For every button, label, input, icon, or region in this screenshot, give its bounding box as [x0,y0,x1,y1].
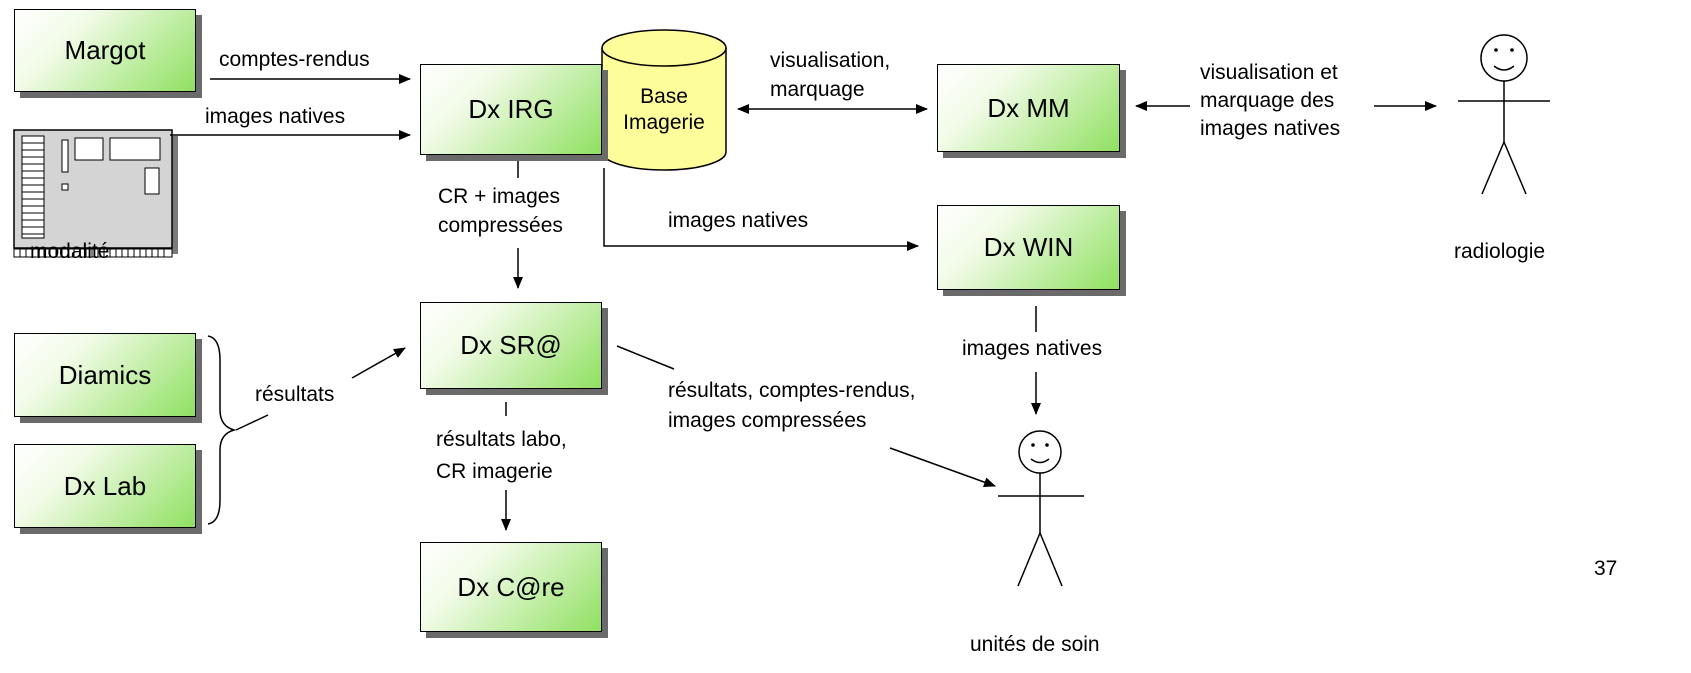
modality-device-icon [13,129,178,258]
node-dx-lab[interactable]: Dx Lab [14,444,196,528]
edge-label-comptes-rendus: comptes-rendus [219,48,370,71]
edge-label-rcr-2: images compressées [668,409,867,432]
database-line-2: Imagerie [623,111,705,134]
edge-results-sra [351,347,406,379]
database-cylinder [601,29,727,171]
actor-unites-icon [998,430,1084,587]
edge-label-visualisation-1: visualisation, [770,49,891,72]
actor-unites-label: unités de soin [970,633,1100,656]
edge-db-win [603,168,919,251]
node-diamics[interactable]: Diamics [14,333,196,417]
node-dx-sra[interactable]: Dx SR@ [420,302,602,389]
node-dx-care[interactable]: Dx C@re [420,542,602,632]
edge-label-cr-2: compressées [438,214,563,237]
edge-label-vm-1: visualisation et [1200,61,1338,84]
device-label: modalité [30,240,110,263]
node-dx-mm[interactable]: Dx MM [937,64,1120,152]
actor-radiologie-icon [1458,34,1550,195]
actor-radiologie-label: radiologie [1454,240,1546,263]
node-dx-irg[interactable]: Dx IRG [420,64,602,155]
edge-label-images-natives-1: images natives [205,105,346,128]
edge-label-rl-2: CR imagerie [436,460,553,483]
edge-label-images-natives-3: images natives [962,337,1103,360]
edge-sra-unites-a [616,345,675,370]
edge-label-visualisation-2: marquage [770,78,865,101]
edge-sra-unites-b [889,447,996,487]
edge-brace-label [235,414,269,431]
edge-label-vm-2: marquage des [1200,89,1335,112]
edge-label-images-natives-2: images natives [668,209,809,232]
page-number: 37 [1594,557,1618,580]
brace-results [207,335,237,525]
edge-label-resultats: résultats [255,383,335,406]
node-dx-win[interactable]: Dx WIN [937,205,1120,290]
database-line-1: Base [640,85,688,108]
edge-label-rcr-1: résultats, comptes-rendus, [668,379,916,402]
database-label: Base Imagerie [599,84,729,136]
edge-label-vm-3: images natives [1200,117,1341,140]
edge-label-rl-1: résultats labo, [436,428,567,451]
node-margot[interactable]: Margot [14,9,196,92]
edge-label-cr-1: CR + images [438,185,560,208]
